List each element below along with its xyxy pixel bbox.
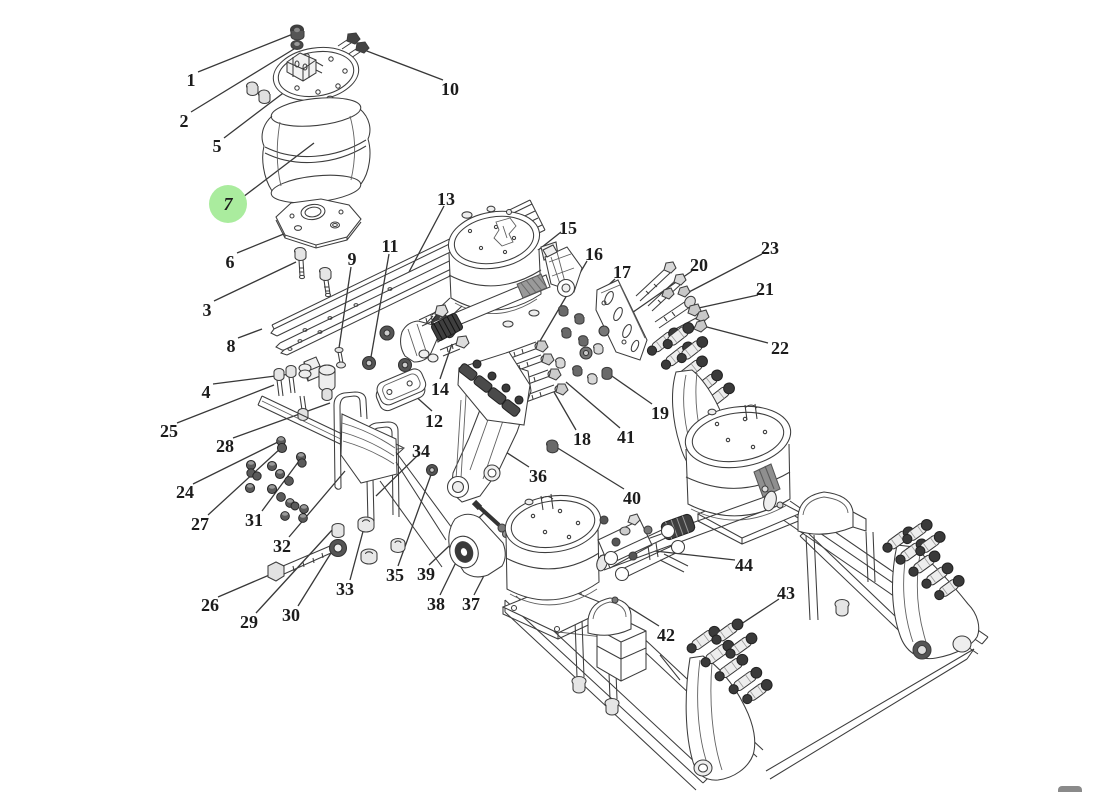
svg-text:26: 26 <box>201 595 219 615</box>
svg-text:10: 10 <box>441 79 459 99</box>
svg-text:2: 2 <box>180 111 189 131</box>
svg-text:25: 25 <box>160 421 178 441</box>
svg-text:18: 18 <box>573 429 591 449</box>
svg-text:31: 31 <box>245 510 263 530</box>
svg-text:11: 11 <box>381 236 398 256</box>
svg-text:12: 12 <box>425 411 443 431</box>
svg-text:28: 28 <box>216 436 234 456</box>
svg-text:43: 43 <box>777 583 795 603</box>
svg-text:23: 23 <box>761 238 779 258</box>
svg-text:29: 29 <box>240 612 258 632</box>
svg-text:41: 41 <box>617 427 635 447</box>
svg-text:16: 16 <box>585 244 603 264</box>
svg-text:35: 35 <box>386 565 404 585</box>
svg-text:6: 6 <box>226 252 235 272</box>
svg-text:17: 17 <box>613 262 631 282</box>
svg-text:21: 21 <box>756 279 774 299</box>
svg-text:5: 5 <box>213 136 222 156</box>
svg-text:14: 14 <box>431 379 449 399</box>
svg-text:33: 33 <box>336 579 354 599</box>
svg-text:38: 38 <box>427 594 445 614</box>
svg-text:7: 7 <box>224 194 234 214</box>
svg-text:9: 9 <box>348 249 357 269</box>
svg-text:4: 4 <box>202 382 211 402</box>
svg-text:40: 40 <box>623 488 641 508</box>
svg-text:44: 44 <box>735 555 753 575</box>
svg-text:42: 42 <box>657 625 675 645</box>
svg-text:39: 39 <box>417 564 435 584</box>
svg-text:3: 3 <box>203 300 212 320</box>
svg-text:1: 1 <box>187 70 196 90</box>
svg-text:13: 13 <box>437 189 455 209</box>
svg-text:30: 30 <box>282 605 300 625</box>
svg-text:19: 19 <box>651 403 669 423</box>
svg-text:36: 36 <box>529 466 547 486</box>
svg-text:24: 24 <box>176 482 194 502</box>
svg-text:27: 27 <box>191 514 209 534</box>
svg-text:37: 37 <box>462 594 480 614</box>
svg-text:15: 15 <box>559 218 577 238</box>
svg-text:34: 34 <box>412 441 430 461</box>
svg-text:32: 32 <box>273 536 291 556</box>
svg-text:8: 8 <box>227 336 236 356</box>
svg-text:20: 20 <box>690 255 708 275</box>
svg-text:22: 22 <box>771 338 789 358</box>
